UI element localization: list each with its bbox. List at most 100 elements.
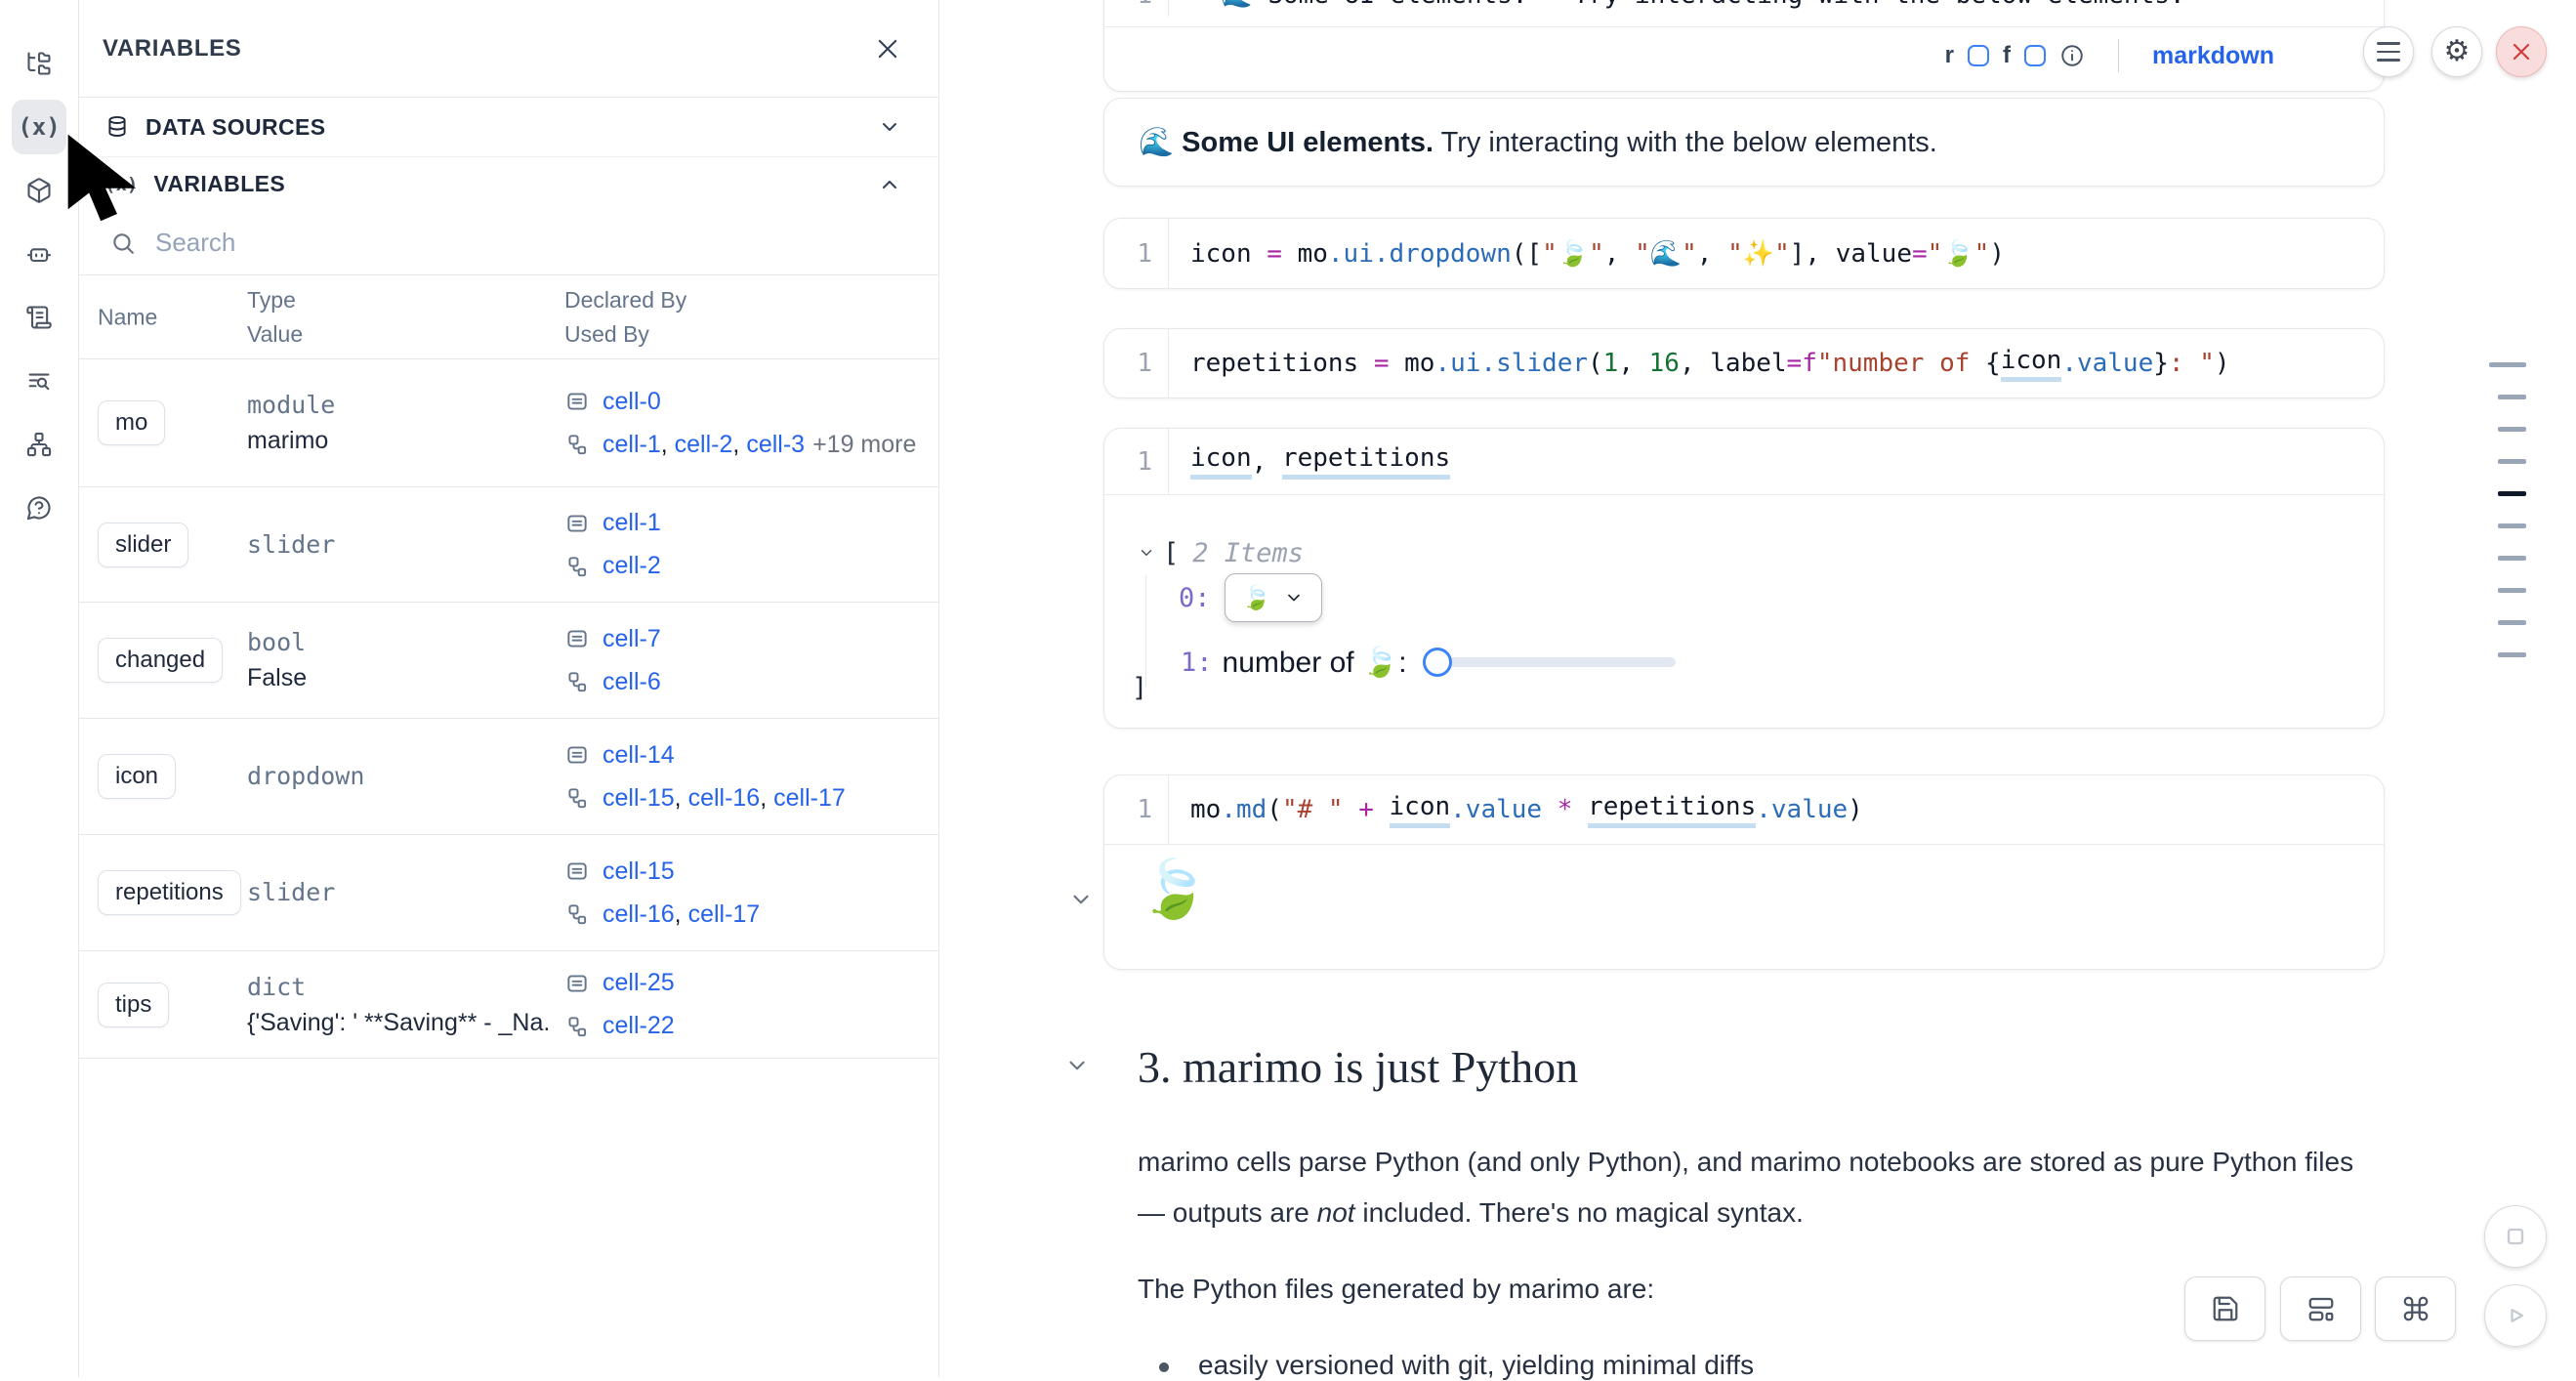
variable-name-badge[interactable]: icon <box>98 754 177 799</box>
cell-link[interactable]: cell-17 <box>687 900 761 928</box>
stop-button[interactable] <box>2484 1205 2547 1268</box>
shutdown-button[interactable] <box>2496 26 2547 77</box>
cell-link[interactable]: cell-1 <box>602 430 661 458</box>
slider-thumb[interactable] <box>1422 648 1452 677</box>
tree-collapse-icon[interactable] <box>1138 544 1155 562</box>
settings-button[interactable]: ⚙ <box>2431 26 2482 77</box>
database-icon <box>108 115 126 137</box>
variable-name-badge[interactable]: slider <box>98 522 189 567</box>
output-collapse-chevron[interactable] <box>1068 887 1094 912</box>
layout-button[interactable] <box>2280 1276 2361 1341</box>
used-by-line: cell-22 <box>564 1005 675 1048</box>
code-line[interactable]: icon = mo.ui.dropdown(["🍃", "🌊", "✨"], v… <box>1190 238 2005 269</box>
variables-section-icon: (x) <box>104 173 139 195</box>
save-button[interactable] <box>2184 1276 2265 1341</box>
declared-by-line: cell-1 <box>564 502 661 545</box>
cell-link[interactable]: cell-16 <box>687 783 761 812</box>
md-rest-text: Try interacting with the below elements. <box>1433 126 1937 158</box>
declared-by-line: cell-15 <box>564 850 760 893</box>
code-line[interactable]: **🌊 Some UI elements.** Try interacting … <box>1169 0 2185 17</box>
code-cell-dropdown[interactable]: 1 icon = mo.ui.dropdown(["🍃", "🌊", "✨"],… <box>1103 218 2385 289</box>
minimap-cell-dash[interactable] <box>2498 620 2526 625</box>
section-heading: 3. marimo is just Python <box>1138 1042 1579 1092</box>
cell-icon <box>567 862 587 880</box>
code-line[interactable]: mo.md("# " + icon.value * repetitions.va… <box>1169 775 1863 844</box>
sidebar-item-ai-assistant[interactable] <box>12 227 66 281</box>
variable-name-badge[interactable]: tips <box>98 982 170 1027</box>
sidebar-item-help[interactable] <box>12 481 66 535</box>
close-icon[interactable] <box>874 35 901 63</box>
help-bubble-icon <box>26 496 51 521</box>
cell-link[interactable]: cell-2 <box>674 430 733 458</box>
variables-search[interactable]: Search <box>79 211 938 275</box>
shortcuts-button[interactable] <box>2375 1276 2456 1341</box>
variable-row: changed bool False cell-7 cell-6 <box>79 603 938 719</box>
tree-index-0: 0: <box>1179 582 1211 613</box>
cell-link[interactable]: cell-0 <box>602 387 661 415</box>
paragraph-line-1: marimo cells parse Python (and only Pyth… <box>1138 1147 2354 1177</box>
section-collapse-chevron[interactable] <box>1064 1053 1090 1078</box>
code-cell-slider[interactable]: 1 repetitions = mo.ui.slider(1, 16, labe… <box>1103 328 2385 398</box>
variables-section-label: VARIABLES <box>153 171 286 196</box>
minimap-cell-dash[interactable] <box>2498 588 2526 593</box>
sidebar-item-scratchpad[interactable] <box>12 290 66 345</box>
variable-name-badge[interactable]: mo <box>98 400 166 445</box>
variable-name-badge[interactable]: repetitions <box>98 870 241 915</box>
markdown-output-cell[interactable]: 🌊 Some UI elements. Try interacting with… <box>1103 98 2385 187</box>
sidebar-item-file-tree[interactable] <box>12 36 66 91</box>
declared-by-line: cell-14 <box>564 733 846 776</box>
variables-icon: (x) <box>18 113 61 141</box>
code-cell-md-output[interactable]: 1 mo.md("# " + icon.value * repetitions.… <box>1103 774 2385 970</box>
minimap-cell-dash[interactable] <box>2498 652 2526 657</box>
run-button[interactable] <box>2484 1284 2547 1347</box>
bullet-dot <box>1159 1362 1169 1372</box>
cell-link[interactable]: cell-16 <box>602 900 675 928</box>
variables-table-body: mo module marimo cell-0 cell-1, cell-2, … <box>79 359 938 1059</box>
code-line[interactable]: repetitions = mo.ui.slider(1, 16, label=… <box>1169 329 2230 398</box>
minimap-cell-dash[interactable] <box>2498 491 2526 496</box>
markdown-editor-cell[interactable]: 1 **🌊 Some UI elements.** Try interactin… <box>1103 0 2385 92</box>
format-toggle-checkbox[interactable] <box>2023 45 2046 66</box>
cell-link[interactable]: cell-6 <box>602 667 661 695</box>
variable-type: module <box>247 391 336 419</box>
cell-link[interactable]: cell-2 <box>602 552 661 579</box>
variable-name-badge[interactable]: changed <box>98 638 224 683</box>
minimap-cell-dash[interactable] <box>2498 459 2526 464</box>
cell-link[interactable]: cell-25 <box>602 969 675 996</box>
chevron-up-icon <box>883 180 896 188</box>
variables-section-header[interactable]: (x) VARIABLES <box>79 157 938 211</box>
minimap-cell-dash[interactable] <box>2489 362 2526 367</box>
cell-link[interactable]: cell-15 <box>602 857 675 885</box>
minimap-cell-dash[interactable] <box>2498 395 2526 399</box>
cell-link[interactable]: cell-3 <box>746 430 806 458</box>
minimap-cell-dash[interactable] <box>2498 523 2526 528</box>
cell-link[interactable]: cell-7 <box>602 624 661 652</box>
dropdown-widget[interactable]: 🍃 <box>1224 573 1322 622</box>
usage-link-icon <box>568 788 587 809</box>
sidebar-item-dependencies[interactable] <box>12 417 66 472</box>
minimap-cell-dash[interactable] <box>2498 427 2526 432</box>
data-sources-section-header[interactable]: DATA SOURCES <box>79 98 938 157</box>
cell-link[interactable]: cell-14 <box>602 740 675 769</box>
code-line[interactable]: icon, repetitions <box>1169 429 1451 494</box>
reactive-toggle-checkbox[interactable] <box>1967 45 1989 66</box>
stop-icon <box>2507 1228 2524 1245</box>
usage-link-icon <box>568 435 587 455</box>
code-cell-tuple-output[interactable]: 1 icon, repetitions [ 2 Items 0: 🍃 1: nu… <box>1103 428 2385 729</box>
cell-link[interactable]: cell-22 <box>602 1012 675 1039</box>
language-badge[interactable]: markdown <box>2151 41 2274 69</box>
cell-link[interactable]: cell-15 <box>602 783 675 812</box>
slider-widget[interactable] <box>1422 648 1676 677</box>
cell-link[interactable]: cell-17 <box>773 783 846 812</box>
info-icon[interactable] <box>2059 43 2085 68</box>
variable-row: tips dict {'Saving': ' **Saving** - _Na.… <box>79 951 938 1059</box>
line-number: 1 <box>1104 775 1169 844</box>
sidebar-item-snippets[interactable] <box>12 354 66 408</box>
cell-link[interactable]: cell-1 <box>602 509 661 536</box>
sidebar-item-variables[interactable]: (x) <box>12 100 66 154</box>
variable-type: bool <box>247 628 307 656</box>
sidebar-item-packages[interactable] <box>12 163 66 218</box>
minimap-cell-dash[interactable] <box>2498 556 2526 561</box>
menu-button[interactable] <box>2363 26 2414 77</box>
cell-icon <box>567 514 587 532</box>
